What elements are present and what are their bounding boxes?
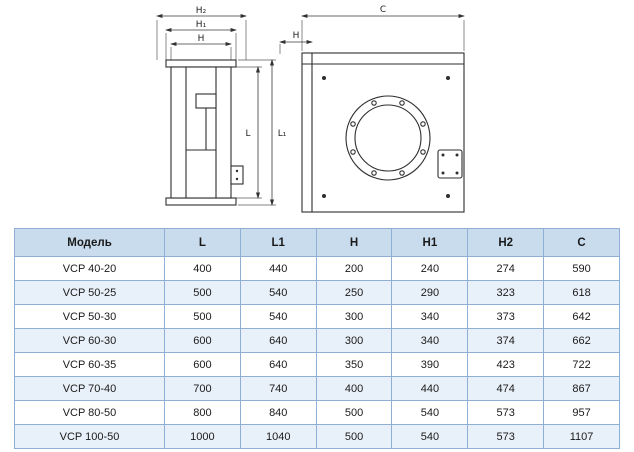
- left-view-drawing: H₂ H₁ H L L₁: [156, 6, 287, 206]
- table-row: VCP 50-25 500 540 250 290 323 618: [14, 280, 620, 305]
- cell-model: VCP 40-20: [14, 256, 165, 281]
- cell-h: 500: [315, 400, 393, 425]
- cell-h: 400: [315, 376, 393, 401]
- cell-h2: 573: [467, 424, 545, 449]
- table-row: VCP 60-35 600 640 350 390 423 722: [14, 352, 620, 377]
- cell-c: 1107: [543, 424, 620, 449]
- table-body: VCP 40-20 400 440 200 240 274 590 VCP 50…: [14, 256, 620, 449]
- terminal-box-front: [437, 149, 463, 179]
- cell-model: VCP 60-30: [14, 328, 165, 353]
- cell-l1: 840: [239, 400, 317, 425]
- cell-h: 300: [315, 328, 393, 353]
- header-h2: H2: [467, 228, 545, 257]
- cell-h1: 390: [391, 352, 469, 377]
- cell-c: 618: [543, 280, 620, 305]
- table-header-row: Модель L L1 H H1 H2 C: [14, 228, 620, 257]
- cell-c: 957: [543, 400, 620, 425]
- header-model: Модель: [14, 228, 165, 257]
- cell-l: 500: [164, 304, 241, 329]
- cell-model: VCP 100-50: [14, 424, 165, 449]
- dim-label-c: C: [380, 5, 386, 15]
- cell-l: 1000: [164, 424, 241, 449]
- cell-l: 700: [164, 376, 241, 401]
- table-row: VCP 40-20 400 440 200 240 274 590: [14, 256, 620, 281]
- table-row: VCP 60-30 600 640 300 340 374 662: [14, 328, 620, 353]
- cell-l: 500: [164, 280, 241, 305]
- dimensions-table: Модель L L1 H H1 H2 C VCP 40-20 400 440 …: [14, 228, 620, 449]
- dim-label-h1: H₁: [196, 20, 207, 30]
- header-c: C: [543, 228, 620, 257]
- cell-h2: 373: [467, 304, 545, 329]
- cell-l1: 540: [239, 304, 317, 329]
- table-header: Модель L L1 H H1 H2 C: [14, 228, 620, 257]
- cell-model: VCP 70-40: [14, 376, 165, 401]
- dim-label-h2: H₂: [196, 6, 207, 16]
- cell-h2: 423: [467, 352, 545, 377]
- cell-h1: 340: [391, 328, 469, 353]
- cell-h: 300: [315, 304, 393, 329]
- table-row: VCP 70-40 700 740 400 440 474 867: [14, 376, 620, 401]
- cell-h2: 374: [467, 328, 545, 353]
- cell-h: 250: [315, 280, 393, 305]
- cell-model: VCP 50-25: [14, 280, 165, 305]
- cell-h1: 540: [391, 424, 469, 449]
- cell-c: 590: [543, 256, 620, 281]
- table-row: VCP 80-50 800 840 500 540 573 957: [14, 400, 620, 425]
- table-row: VCP 100-50 1000 1040 500 540 573 1107: [14, 424, 620, 449]
- cell-h1: 440: [391, 376, 469, 401]
- cell-c: 722: [543, 352, 620, 377]
- cell-h: 350: [315, 352, 393, 377]
- drawings-svg: H₂ H₁ H L L₁: [156, 5, 465, 213]
- cell-l: 400: [164, 256, 241, 281]
- cell-h1: 240: [391, 256, 469, 281]
- cell-l: 800: [164, 400, 241, 425]
- cell-c: 642: [543, 304, 620, 329]
- cell-model: VCP 80-50: [14, 400, 165, 425]
- cell-l1: 540: [239, 280, 317, 305]
- cell-h2: 323: [467, 280, 545, 305]
- cell-l1: 440: [239, 256, 317, 281]
- cell-model: VCP 50-30: [14, 304, 165, 329]
- cell-h2: 474: [467, 376, 545, 401]
- terminal-box-side: [230, 165, 244, 185]
- dim-label-h-right: H: [293, 31, 300, 41]
- cell-h1: 540: [391, 400, 469, 425]
- right-view-extension-lines: [279, 20, 465, 54]
- cell-h: 500: [315, 424, 393, 449]
- cell-h1: 290: [391, 280, 469, 305]
- cell-l: 600: [164, 328, 241, 353]
- inlet-collar: [345, 95, 431, 181]
- right-view-drawing: C H: [279, 5, 465, 213]
- cell-l1: 640: [239, 328, 317, 353]
- table-row: VCP 50-30 500 540 300 340 373 642: [14, 304, 620, 329]
- header-h1: H1: [391, 228, 469, 257]
- cell-l1: 640: [239, 352, 317, 377]
- dim-label-h: H: [198, 34, 205, 44]
- cell-h: 200: [315, 256, 393, 281]
- cell-c: 867: [543, 376, 620, 401]
- cell-model: VCP 60-35: [14, 352, 165, 377]
- dim-label-l1: L₁: [278, 129, 287, 139]
- technical-drawings: H₂ H₁ H L L₁: [156, 5, 465, 213]
- cell-l1: 1040: [239, 424, 317, 449]
- dim-label-l: L: [245, 129, 250, 139]
- corner-screws: [322, 76, 450, 198]
- cell-h2: 274: [467, 256, 545, 281]
- cell-c: 662: [543, 328, 620, 353]
- cell-h1: 340: [391, 304, 469, 329]
- cell-h2: 573: [467, 400, 545, 425]
- header-h: H: [315, 228, 393, 257]
- cell-l: 600: [164, 352, 241, 377]
- housing-face-outline: [301, 52, 465, 213]
- fan-casing-outline: [165, 59, 244, 206]
- cell-l1: 740: [239, 376, 317, 401]
- header-l1: L1: [239, 228, 317, 257]
- header-l: L: [164, 228, 241, 257]
- motor-box: [195, 93, 217, 109]
- left-view-extension-lines: [156, 20, 276, 206]
